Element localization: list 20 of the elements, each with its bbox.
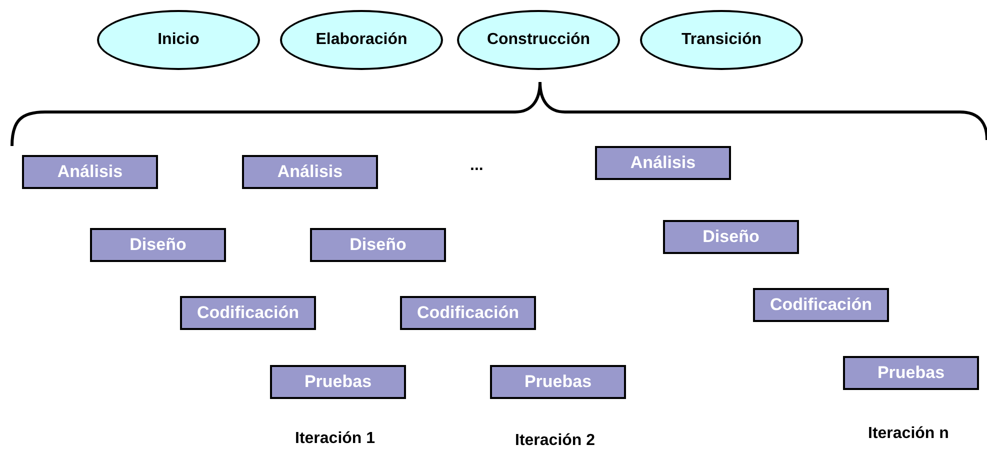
activity-box: Pruebas — [843, 356, 979, 390]
ellipsis-mark: ... — [470, 157, 484, 175]
activity-box: Pruebas — [490, 365, 626, 399]
phase-ellipse: Transición — [640, 10, 803, 70]
activity-box: Diseño — [663, 220, 799, 254]
activity-box: Diseño — [90, 228, 226, 262]
activity-box: Diseño — [310, 228, 446, 262]
iteration-label: Iteración n — [868, 425, 949, 443]
activity-box: Codificación — [753, 288, 889, 322]
iteration-label: Iteración 2 — [515, 432, 596, 450]
phase-ellipse: Inicio — [97, 10, 260, 70]
iteration-label: Iteración 1 — [295, 430, 376, 448]
activity-box: Análisis — [22, 155, 158, 189]
activity-box: Análisis — [595, 146, 731, 180]
activity-box: Pruebas — [270, 365, 406, 399]
activity-box: Codificación — [400, 296, 536, 330]
activity-box: Análisis — [242, 155, 378, 189]
phase-ellipse: Construcción — [457, 10, 620, 70]
activity-box: Codificación — [180, 296, 316, 330]
phase-ellipse: Elaboración — [280, 10, 443, 70]
